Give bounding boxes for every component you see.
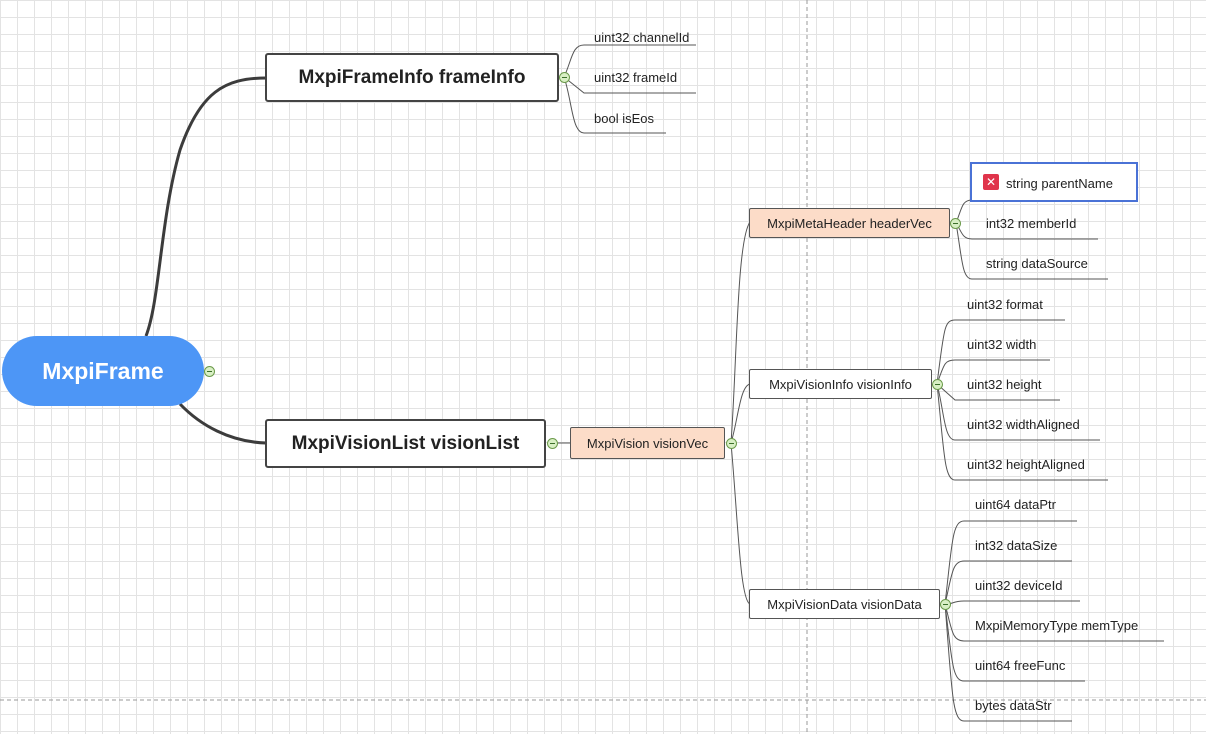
frameinfo-field[interactable]: uint32 channelId (594, 30, 690, 45)
visioninfo-field[interactable]: uint32 width (967, 337, 1037, 352)
delete-icon[interactable]: ✕ (983, 174, 999, 190)
visionvec-label: MxpiVision visionVec (586, 435, 709, 451)
headervec-field-selected[interactable]: string parentName (1006, 176, 1113, 191)
frameinfo-collapse-toggle[interactable] (559, 72, 570, 83)
headervec-field[interactable]: int32 memberId (986, 216, 1077, 231)
frameinfo-node[interactable]: MxpiFrameInfo frameInfo (265, 53, 559, 102)
visioninfo-collapse-toggle[interactable] (932, 379, 943, 390)
headervec-collapse-toggle[interactable] (950, 218, 961, 229)
connectors-visiondata-fields (944, 520, 1164, 722)
connectors-visionvec-children (730, 221, 751, 605)
visioninfo-field[interactable]: uint32 format (967, 297, 1043, 312)
visiondata-field[interactable]: bytes dataStr (975, 698, 1052, 713)
visiondata-field[interactable]: uint64 dataPtr (975, 497, 1056, 512)
visioninfo-label: MxpiVisionInfo visionInfo (769, 376, 912, 392)
root-label: MxpiFrame (42, 357, 164, 384)
connectors-visioninfo-fields (936, 319, 1108, 481)
frameinfo-field[interactable]: bool isEos (594, 111, 654, 126)
root-collapse-toggle[interactable] (204, 366, 215, 377)
visionlist-label: MxpiVisionList visionList (291, 432, 520, 454)
headervec-field[interactable]: string dataSource (986, 256, 1088, 271)
headervec-node[interactable]: MxpiMetaHeader headerVec (749, 208, 950, 238)
visiondata-field[interactable]: uint64 freeFunc (975, 658, 1066, 673)
visiondata-node[interactable]: MxpiVisionData visionData (749, 589, 940, 619)
frameinfo-field[interactable]: uint32 frameId (594, 70, 678, 85)
visionlist-collapse-toggle[interactable] (547, 438, 558, 449)
connectors-frameinfo-fields (563, 44, 696, 134)
visioninfo-field[interactable]: uint32 height (967, 377, 1042, 392)
connector-root-visionlist (178, 402, 267, 445)
visionlist-node[interactable]: MxpiVisionList visionList (265, 419, 546, 468)
connector-root-frameinfo (144, 76, 267, 337)
root-node[interactable]: MxpiFrame (2, 336, 204, 406)
frameinfo-label: MxpiFrameInfo frameInfo (298, 66, 526, 88)
visiondata-label: MxpiVisionData visionData (767, 596, 922, 612)
visiondata-field[interactable]: uint32 deviceId (975, 578, 1063, 593)
visionvec-collapse-toggle[interactable] (726, 438, 737, 449)
visiondata-field[interactable]: int32 dataSize (975, 538, 1058, 553)
visioninfo-field[interactable]: uint32 heightAligned (967, 457, 1085, 472)
selected-field-frame[interactable]: ✕ string parentName (970, 162, 1138, 202)
visiondata-collapse-toggle[interactable] (940, 599, 951, 610)
visioninfo-field[interactable]: uint32 widthAligned (967, 417, 1080, 432)
visiondata-field[interactable]: MxpiMemoryType memType (975, 618, 1139, 633)
visioninfo-node[interactable]: MxpiVisionInfo visionInfo (749, 369, 932, 399)
headervec-label: MxpiMetaHeader headerVec (767, 215, 932, 231)
visionvec-node[interactable]: MxpiVision visionVec (570, 427, 725, 459)
